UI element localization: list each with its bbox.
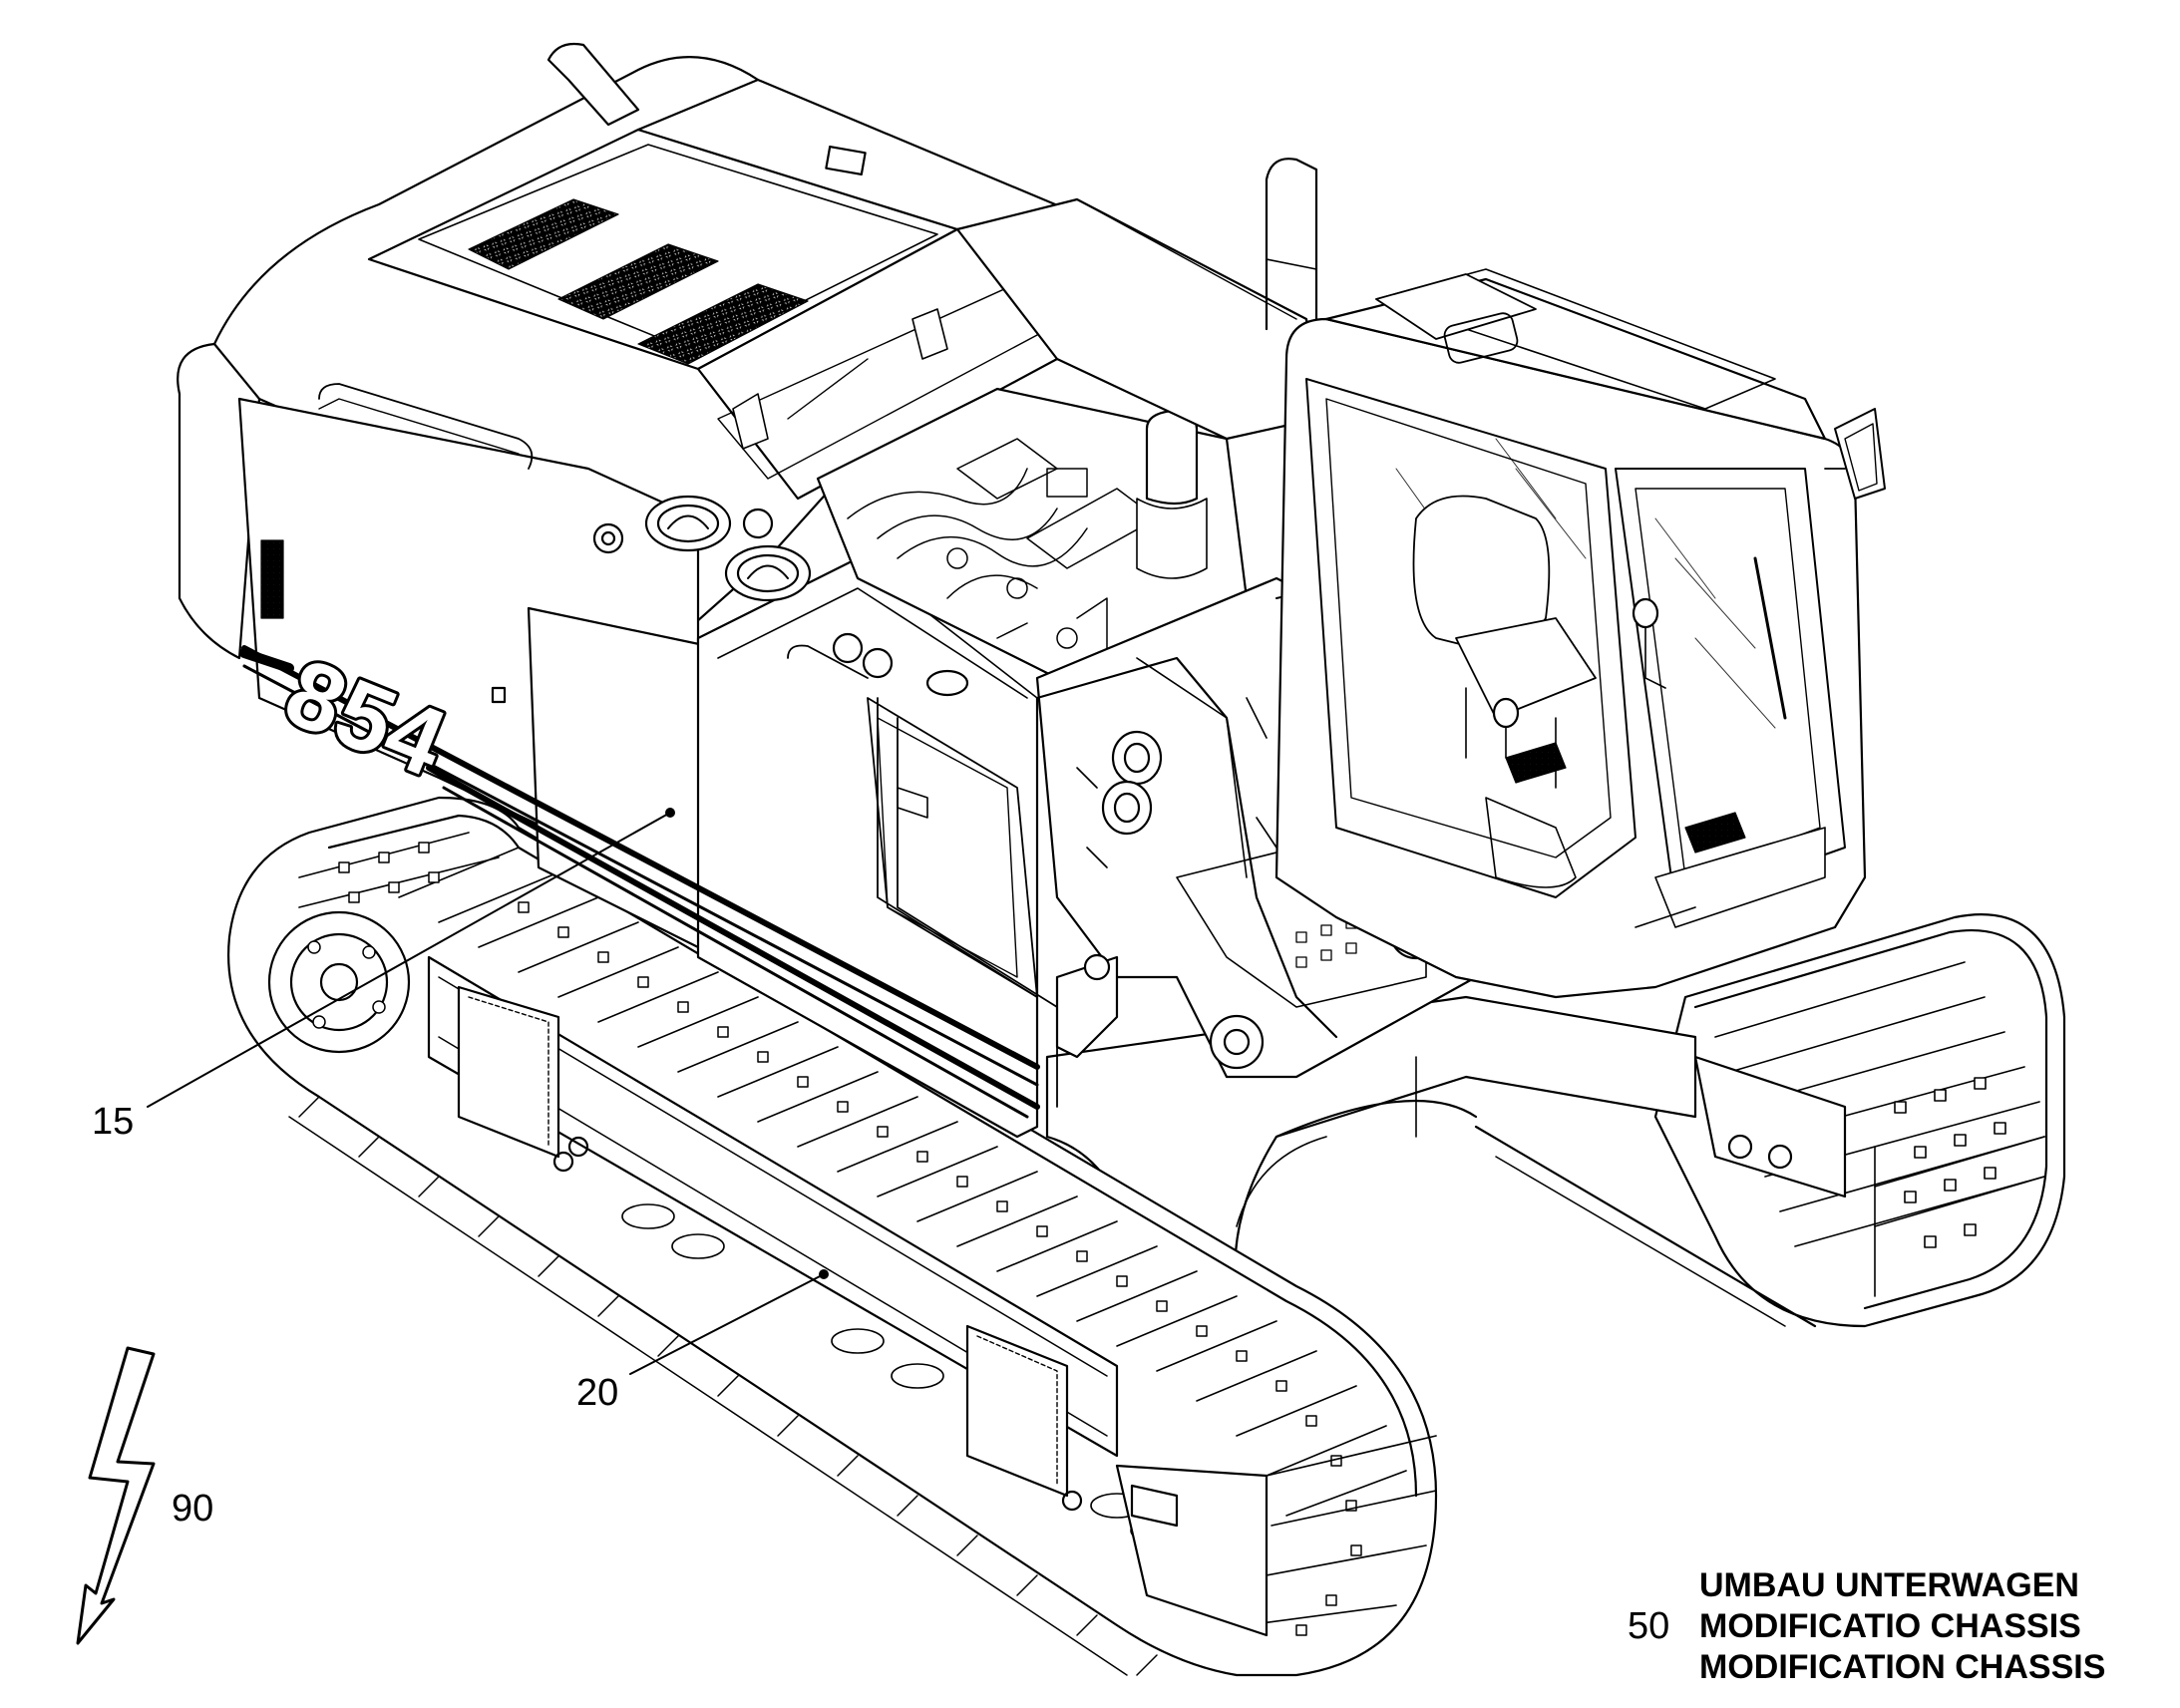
model-number: 854 (271, 638, 460, 797)
callout-dot-15 (665, 808, 675, 818)
upper-housing (177, 42, 1318, 1139)
right-track (1474, 913, 2066, 1328)
callout-group-number: 50 (1628, 1605, 1670, 1647)
operator-cab (1274, 268, 1886, 999)
callout-electrical: 90 (172, 1488, 214, 1530)
drawing-title-block: UMBAU UNTERWAGEN MODIFICATIO CHASSIS MOD… (1699, 1565, 2105, 1688)
left-track (227, 796, 1438, 1677)
lightning-bolt-icon (76, 1346, 156, 1645)
model-number-decal: 854 (239, 635, 463, 800)
callout-upperstructure: 15 (92, 1101, 135, 1143)
callout-undercarriage: 20 (576, 1372, 619, 1414)
title-line-german: UMBAU UNTERWAGEN (1699, 1566, 2079, 1604)
title-line-english: MODIFICATION CHASSIS (1699, 1648, 2106, 1686)
callout-leaders (147, 812, 825, 1375)
callout-dot-20 (819, 1269, 829, 1279)
title-line-italian: MODIFICATIO CHASSIS (1699, 1607, 2081, 1645)
